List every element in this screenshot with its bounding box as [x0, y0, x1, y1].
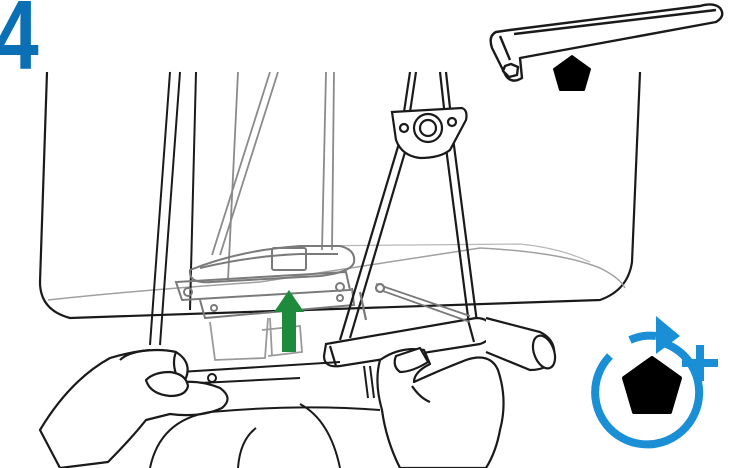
screw	[364, 366, 374, 398]
front-rail	[180, 362, 340, 384]
pentagon-bolt-icon	[554, 56, 590, 90]
rotate-tighten-plus-icon	[595, 316, 718, 444]
hex-key-icon	[491, 4, 723, 80]
build-platform	[176, 246, 354, 318]
left-hand	[40, 350, 228, 468]
up-arrow-icon	[274, 290, 304, 352]
step-number: 4	[0, 0, 37, 84]
frame-rods	[150, 72, 196, 345]
tank-enclosure	[40, 72, 640, 318]
right-hand	[377, 348, 503, 468]
